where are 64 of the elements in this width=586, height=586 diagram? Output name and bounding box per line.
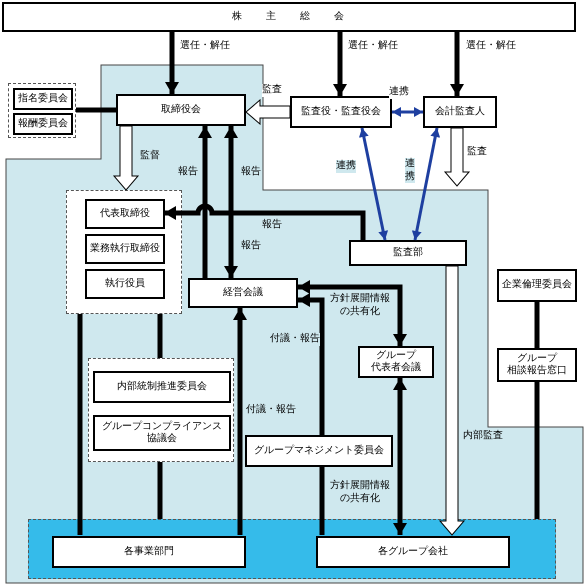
connector-line [78, 314, 82, 535]
process-box: 監査役・監査役会 [290, 96, 392, 128]
process-box: 各事業部門 [52, 536, 246, 568]
arrow [392, 107, 423, 117]
process-box: 業務執行取締役 [85, 234, 165, 264]
process-box: グループコンプライアンス協議会 [93, 415, 231, 451]
edge-label: 付議・報告 [246, 404, 296, 416]
process-box: 報酬委員会 [13, 113, 73, 135]
process-box: 執行役員 [85, 269, 165, 299]
process-box: 監査部 [349, 240, 467, 266]
process-box: 各グループ会社 [316, 536, 510, 568]
arrow [224, 126, 238, 278]
connector-line [158, 314, 162, 358]
edge-label: 方針展開情報の共有化 [328, 293, 392, 318]
edge-label: 連携 [389, 86, 409, 98]
process-box: グループ相談報告窓口 [497, 348, 577, 382]
hollow-arrow [438, 266, 466, 536]
connector-line [320, 467, 324, 535]
process-box: 取締役会 [116, 94, 246, 126]
edge-label: 連携 [336, 160, 356, 172]
hollow-arrow [112, 126, 140, 191]
group-frame [8, 83, 76, 138]
edge-label: 監査 [262, 84, 282, 96]
edge-label: 内部監査 [463, 430, 503, 442]
connector-line [534, 302, 540, 348]
arrow [198, 126, 212, 278]
process-box: グループマネジメント委員会 [245, 435, 393, 467]
group-frame [88, 358, 234, 462]
edge-label: 付議・報告 [270, 333, 320, 346]
process-box: 会計監査人 [423, 96, 497, 128]
edge-label: 方針展開情報の共有化 [328, 480, 392, 505]
arrow [165, 32, 179, 94]
arrow [298, 293, 324, 435]
arrow [358, 128, 388, 240]
process-box: 経営会議 [188, 278, 298, 308]
group-frame [66, 190, 182, 314]
process-box: 内部統制推進委員会 [93, 371, 231, 403]
connector-line [158, 462, 162, 519]
connector-line [76, 108, 116, 112]
band-frame [28, 519, 556, 579]
edge-label: 監査 [467, 146, 487, 158]
edge-label: 選任・解任 [348, 40, 398, 52]
edge-label: 選任・解任 [466, 40, 516, 52]
arrow [393, 378, 407, 535]
edge-label: 報告 [262, 219, 282, 232]
edge-label: 報告 [178, 166, 198, 178]
arrow [164, 204, 366, 240]
header-bar: 株主総会 [2, 2, 576, 32]
arrow [412, 128, 440, 240]
arrow [233, 308, 247, 535]
hollow-arrow [245, 98, 290, 126]
edge-label: 報告 [241, 166, 261, 178]
process-box: 企業倫理委員会 [497, 269, 577, 302]
process-box: グループ代表者会議 [358, 346, 434, 378]
process-box: 代表取締役 [85, 199, 165, 229]
edge-label: 連携 [405, 158, 415, 183]
edge-label: 監督 [140, 150, 160, 162]
hollow-arrow [444, 128, 470, 187]
edge-label: 選任・解任 [180, 40, 230, 52]
arrow [450, 32, 464, 96]
arrow [298, 280, 407, 346]
arrow [333, 32, 347, 96]
process-box: 指名委員会 [13, 88, 73, 110]
connector-line [534, 382, 540, 519]
